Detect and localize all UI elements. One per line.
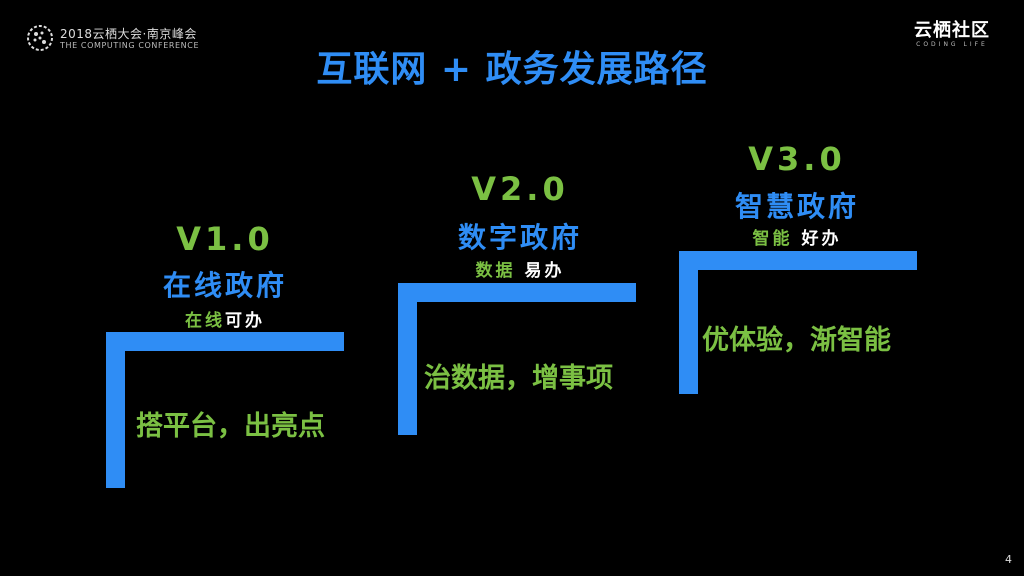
stage-2-step-side: [398, 283, 417, 435]
page-title: 互联网 + 政务发展路径: [316, 49, 708, 90]
brand-logo: 云栖社区 CODING LIFE: [914, 16, 990, 48]
stage-2-name: 数字政府: [457, 221, 582, 254]
stage-3-version: V3.0: [748, 140, 846, 178]
conference-name: 2018云栖大会·南京峰会: [60, 27, 197, 41]
stage-1-step-top: [106, 332, 344, 351]
brand-name: 云栖社区: [914, 20, 990, 41]
stage-1-tag-green: 在线: [185, 311, 225, 331]
stage-3-tagline: 智能 好办: [712, 224, 882, 249]
conference-subtitle: THE COMPUTING CONFERENCE: [60, 41, 200, 50]
stage-3-step-top: [679, 251, 917, 270]
stage-3-name: 智慧政府: [734, 190, 859, 223]
stage-3-tag-white: 好办: [801, 229, 842, 249]
stage-2-description: 治数据，增事项: [424, 363, 613, 394]
stage-2-step-top: [398, 283, 636, 302]
stage-3-tag-green: 智能: [752, 229, 793, 249]
stage-1-name: 在线政府: [162, 269, 287, 302]
stage-1-tag-white: 可办: [225, 311, 265, 331]
page-number: 4: [1005, 553, 1012, 566]
conference-logo-icon: [27, 25, 53, 51]
stage-2-tag-green: 数据: [475, 261, 516, 281]
brand-tagline: CODING LIFE: [916, 41, 988, 48]
stage-1-description: 搭平台，出亮点: [136, 411, 325, 442]
stage-2-tagline: 数据 易办: [435, 256, 605, 281]
stage-2-tag-white: 易办: [524, 261, 565, 281]
stage-1-step-side: [106, 332, 125, 488]
stage-3-step-side: [679, 251, 698, 394]
stage-1-tagline: 在线可办: [140, 306, 310, 331]
stage-2-version: V2.0: [471, 170, 569, 208]
conference-logo: 2018云栖大会·南京峰会 THE COMPUTING CONFERENCE: [26, 24, 236, 54]
stage-3-description: 优体验，渐智能: [702, 325, 891, 356]
stage-1-version: V1.0: [176, 220, 274, 258]
